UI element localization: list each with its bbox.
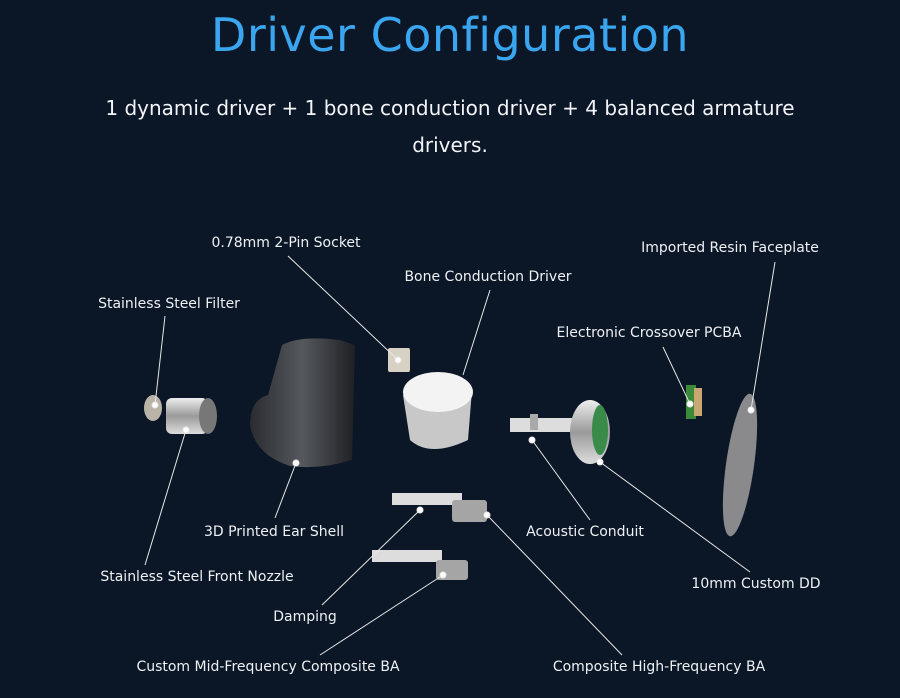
ear-shell-part (250, 338, 355, 468)
label-dd: 10mm Custom DD (691, 576, 821, 592)
label-hf-ba: Composite High-Frequency BA (552, 659, 766, 675)
subtitle: 1 dynamic driver + 1 bone conduction dri… (105, 96, 795, 157)
faceplate-part (722, 393, 758, 537)
dd-part (570, 400, 610, 464)
label-faceplate: Imported Resin Faceplate (641, 240, 819, 256)
leader-lines (144, 255, 776, 656)
hf-ba-part (392, 493, 487, 522)
label-socket: 0.78mm 2-Pin Socket (211, 235, 361, 251)
label-mid-ba: Custom Mid-Frequency Composite BA (136, 659, 400, 675)
acoustic-conduit-part (510, 414, 580, 432)
label-bone-driver: Bone Conduction Driver (404, 269, 572, 285)
label-front-nozzle: Stainless Steel Front Nozzle (100, 569, 294, 585)
label-pcba: Electronic Crossover PCBA (556, 325, 742, 341)
bone-driver-part (403, 372, 473, 449)
mid-ba-part (372, 550, 468, 580)
label-damping: Damping (273, 609, 337, 625)
label-ear-shell: 3D Printed Ear Shell (203, 524, 345, 540)
label-acoustic-conduit: Acoustic Conduit (526, 524, 644, 540)
page-title: Driver Configuration (210, 8, 690, 62)
filter-part (144, 395, 162, 421)
nozzle-part (166, 398, 217, 434)
label-filter: Stainless Steel Filter (98, 296, 240, 312)
